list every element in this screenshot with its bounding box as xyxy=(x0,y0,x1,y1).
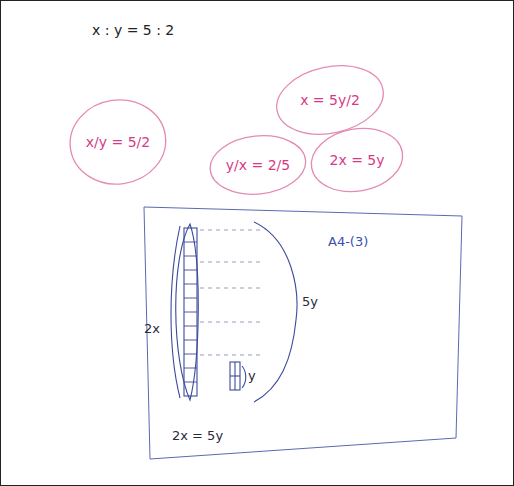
equation-text: x = 5y/2 xyxy=(300,92,360,109)
bar-length-label: 2x xyxy=(144,321,160,337)
drawing-frame: A4-(3) 2x 5y y 2x = 5y xyxy=(140,204,466,462)
equation-text: x/y = 5/2 xyxy=(86,134,150,151)
equation-text: y/x = 2/5 xyxy=(226,157,290,174)
equation-ellipse: y/x = 2/5 xyxy=(208,134,308,196)
bar-length-label: 5y xyxy=(302,294,318,310)
equation-ellipse: x/y = 5/2 xyxy=(68,98,168,186)
equation-text: 2x = 5y xyxy=(329,152,384,169)
frame-outline xyxy=(140,204,466,462)
equation-ellipse: x = 5y/2 xyxy=(274,65,386,135)
bar-length-label: y xyxy=(248,368,256,384)
equation-ellipse: 2x = 5y xyxy=(309,127,405,193)
ratio-heading: x : y = 5 : 2 xyxy=(92,22,174,38)
sheet-label: A4-(3) xyxy=(328,234,368,250)
equation-text: 2x = 5y xyxy=(172,428,223,444)
